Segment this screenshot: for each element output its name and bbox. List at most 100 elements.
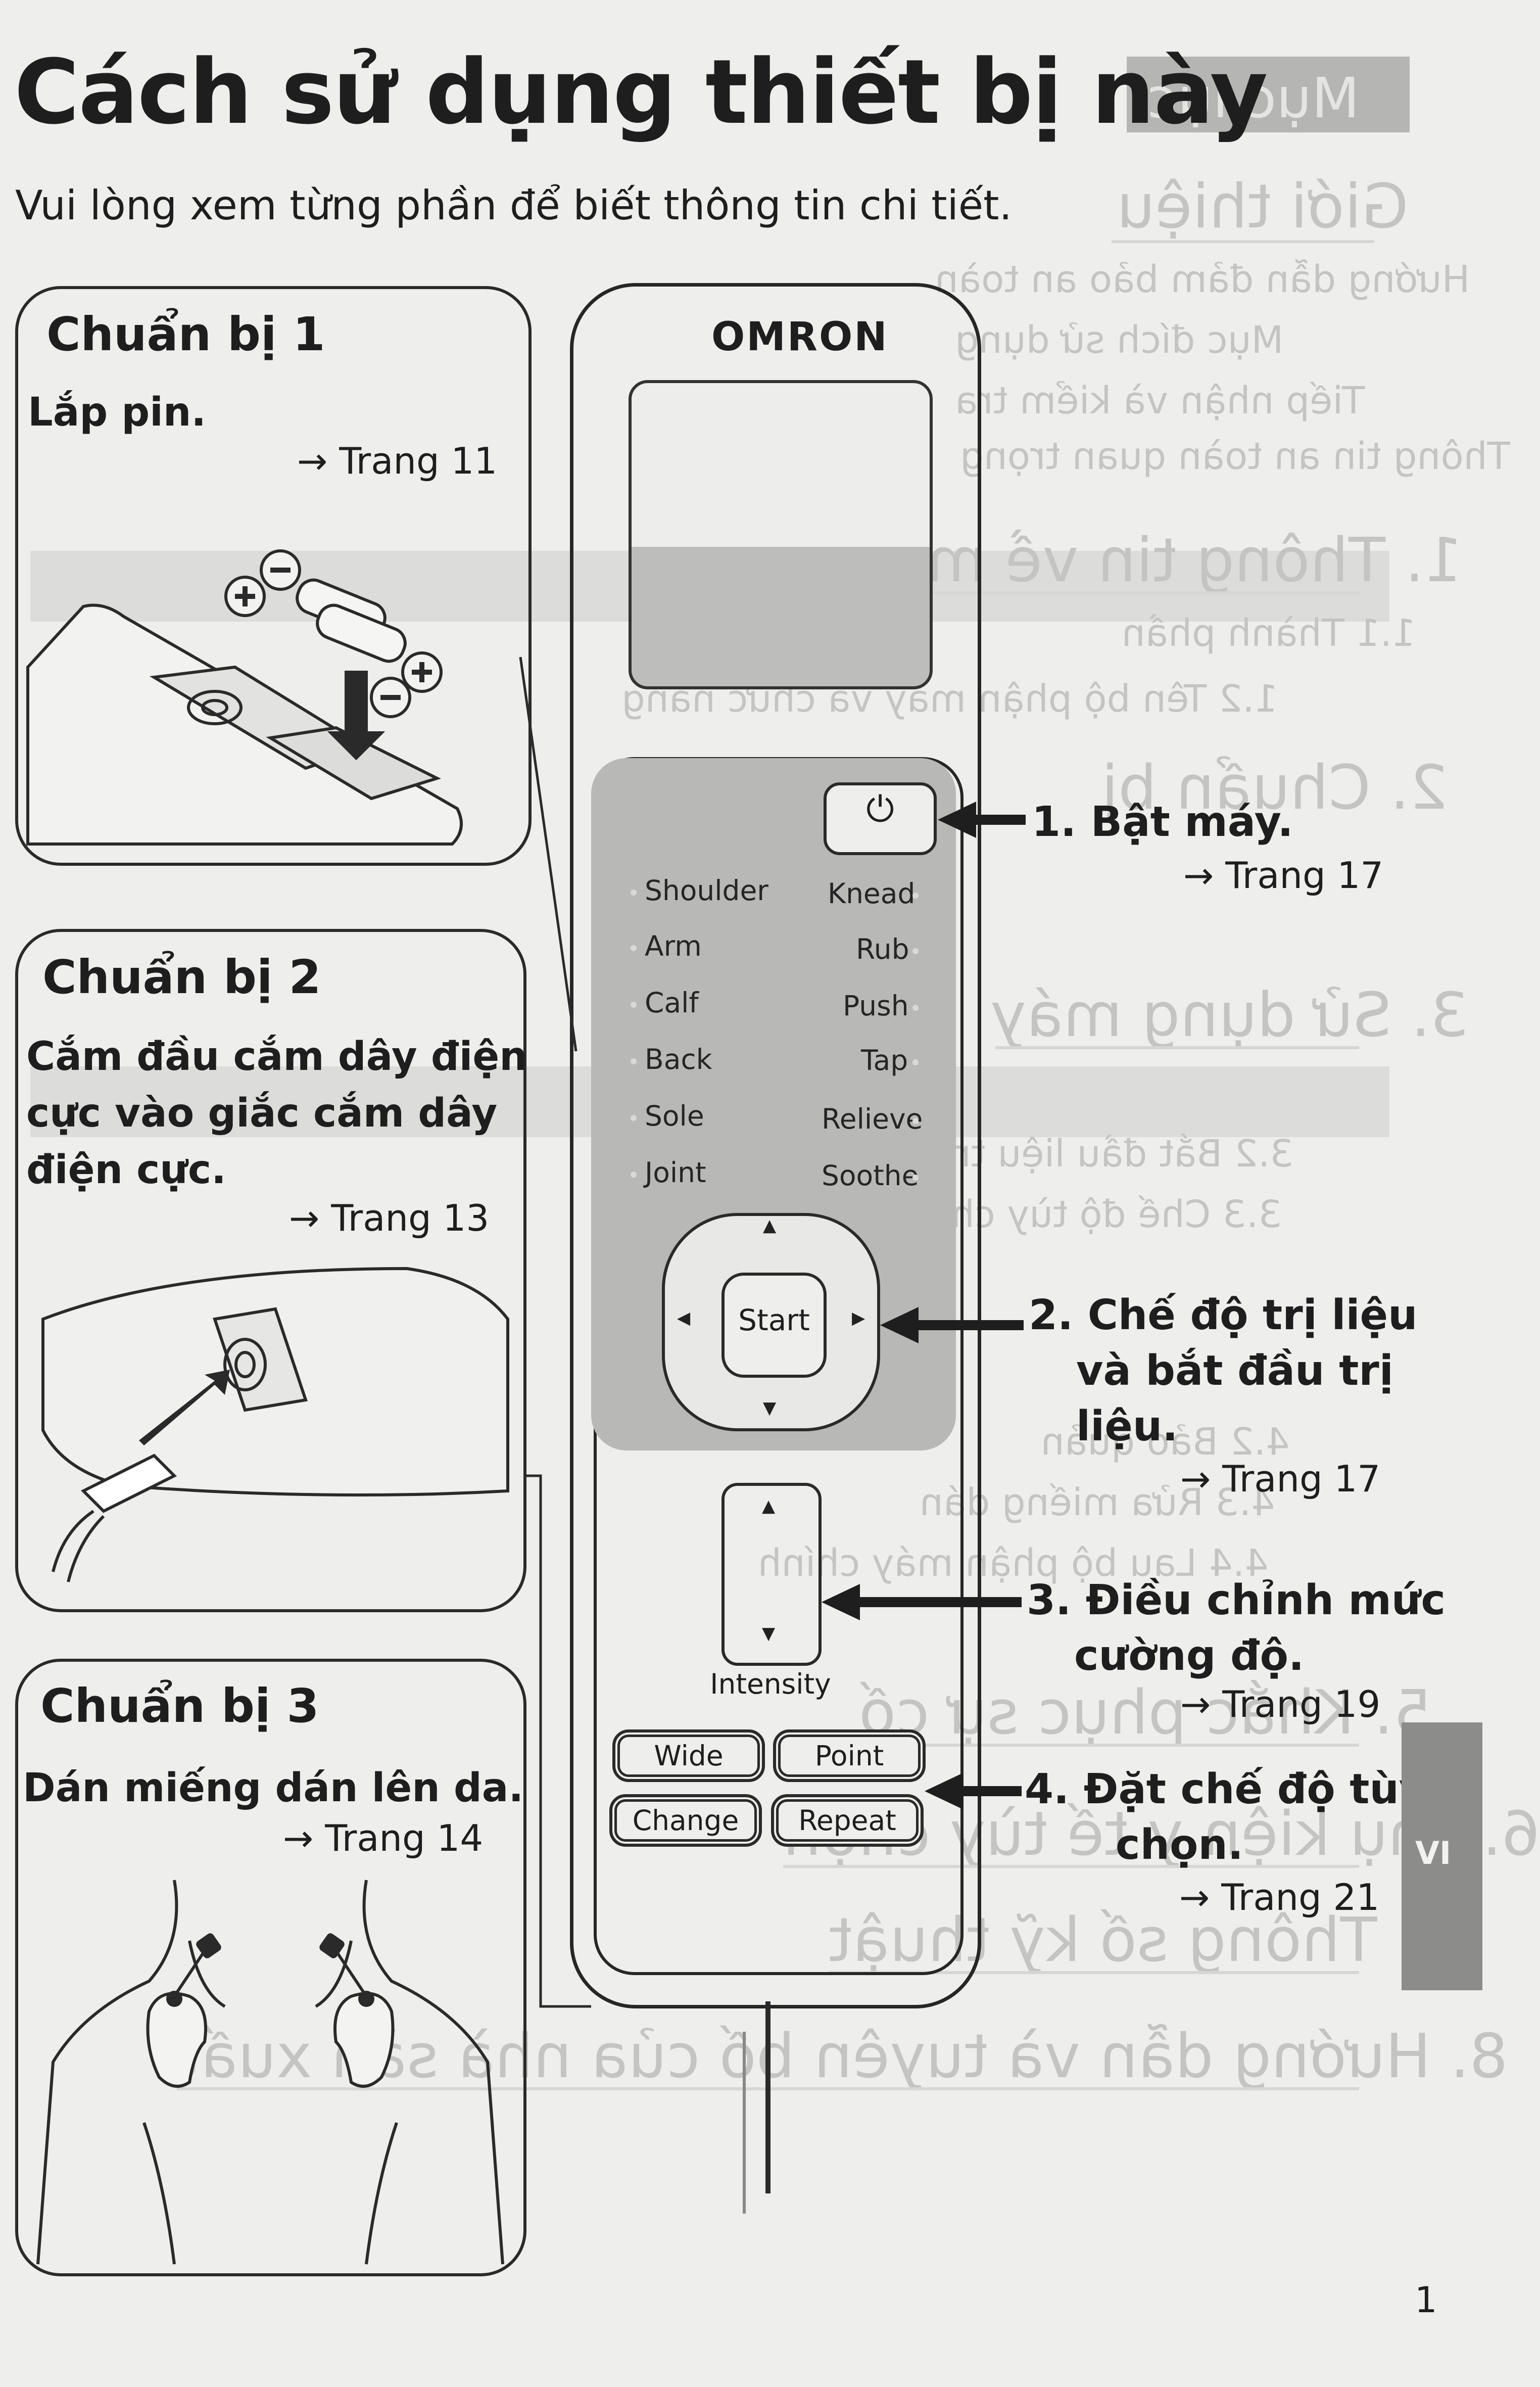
repeat-button[interactable]: Repeat bbox=[771, 1794, 924, 1847]
ghost-rule bbox=[829, 1971, 1359, 1974]
callout-4-line: chọn. bbox=[1116, 1821, 1243, 1869]
electrode-cable bbox=[765, 2001, 771, 2193]
intensity-rocker[interactable] bbox=[721, 1483, 822, 1666]
mode-calf[interactable]: Calf bbox=[645, 987, 699, 1019]
callout-2-ref: → Trang 17 bbox=[1180, 1458, 1381, 1500]
point-button[interactable]: Point bbox=[773, 1729, 926, 1782]
prep-card-3-ref: → Trang 14 bbox=[283, 1817, 484, 1859]
down-arrow-icon[interactable]: ▼ bbox=[763, 1398, 777, 1418]
ghost-text: Thông tin an toàn quan trọng bbox=[960, 435, 1510, 478]
mode-shoulder[interactable]: Shoulder bbox=[645, 874, 768, 907]
leader-lines bbox=[519, 657, 591, 2008]
indicator-dot bbox=[912, 1059, 919, 1065]
prep-card-2-text-line: Cắm đầu cắm dây điện bbox=[26, 1034, 527, 1080]
callout-arrow bbox=[859, 1597, 1022, 1607]
prep-card-2-text-line: điện cực. bbox=[26, 1147, 226, 1193]
prep-card-1-ref: → Trang 11 bbox=[297, 440, 498, 482]
callout-2-line: 2. Chế độ trị liệu bbox=[1029, 1291, 1418, 1339]
ghost-rule bbox=[859, 1744, 1359, 1747]
indicator-dot bbox=[631, 1002, 637, 1008]
prep-card-2 bbox=[15, 929, 526, 1612]
arrow-left-icon bbox=[880, 1307, 919, 1343]
power-button[interactable] bbox=[824, 782, 937, 855]
left-arrow-icon[interactable]: ◀ bbox=[677, 1308, 691, 1328]
callout-4-line: 4. Đặt chế độ tùy bbox=[1025, 1765, 1426, 1813]
ghost-text: Tiếp nhận và kiểm tra bbox=[955, 379, 1365, 423]
start-button-label: Start bbox=[738, 1303, 810, 1337]
indicator-dot bbox=[631, 890, 637, 896]
prep-card-1 bbox=[15, 286, 532, 866]
electrode-cable bbox=[743, 2032, 746, 2214]
callout-arrow bbox=[975, 815, 1026, 825]
callout-3-line: cường độ. bbox=[1074, 1632, 1305, 1680]
indicator-dot bbox=[912, 948, 919, 954]
ghost-text: Giới thiệu bbox=[1117, 172, 1409, 242]
ghost-toc-tab bbox=[1127, 57, 1410, 132]
wide-button[interactable]: Wide bbox=[612, 1729, 765, 1782]
plug-illustration bbox=[41, 1267, 509, 1582]
prep-card-2-ref: → Trang 13 bbox=[289, 1197, 490, 1239]
prep-card-3-title: Chuẩn bị 3 bbox=[40, 1679, 319, 1733]
mode-sole[interactable]: Sole bbox=[645, 1100, 704, 1132]
mode-push[interactable]: Push bbox=[843, 990, 909, 1022]
mode-knead[interactable]: Knead bbox=[828, 877, 916, 910]
ghost-text: Mục đích sử dụng bbox=[955, 318, 1284, 362]
mode-rub[interactable]: Rub bbox=[856, 933, 909, 965]
mode-joint[interactable]: Joint bbox=[645, 1156, 706, 1189]
device-body bbox=[570, 283, 981, 2008]
indicator-dot bbox=[631, 1058, 637, 1064]
callout-1-label: 1. Bật máy. bbox=[1032, 798, 1293, 846]
indicator-dot bbox=[912, 1118, 919, 1124]
mode-back[interactable]: Back bbox=[645, 1043, 712, 1075]
callout-2-line: liệu. bbox=[1076, 1402, 1178, 1450]
callout-3-ref: → Trang 19 bbox=[1180, 1683, 1381, 1725]
prep-card-2-text-line: cực vào giắc cắm dây bbox=[26, 1091, 498, 1136]
intensity-down-icon[interactable]: ▼ bbox=[762, 1623, 776, 1644]
mode-soothe[interactable]: Soothe bbox=[822, 1159, 919, 1192]
body-pads-illustration bbox=[36, 1880, 504, 2265]
mode-relieve[interactable]: Relieve bbox=[822, 1103, 923, 1135]
indicator-dot bbox=[912, 1175, 919, 1181]
indicator-dot bbox=[912, 893, 919, 899]
start-button[interactable] bbox=[721, 1273, 827, 1378]
ghost-text: Hướng dẫn đảm bảo an toàn bbox=[935, 258, 1470, 301]
prep-card-3-text: Dán miếng dán lên da. bbox=[23, 1765, 524, 1811]
prep-card-1-text: Lắp pin. bbox=[28, 390, 207, 435]
prep-card-2-title: Chuẩn bị 2 bbox=[42, 950, 321, 1004]
brand-logo: OMRON bbox=[711, 314, 889, 360]
callout-3-line: 3. Điều chỉnh mức bbox=[1027, 1576, 1446, 1624]
page-title: Cách sử dụng thiết bị này bbox=[14, 40, 1268, 144]
mode-tap[interactable]: Tap bbox=[861, 1044, 908, 1077]
callout-arrow bbox=[962, 1786, 1022, 1796]
indicator-dot bbox=[631, 945, 637, 951]
ghost-rule bbox=[995, 1046, 1359, 1049]
ghost-rule bbox=[854, 591, 1359, 594]
right-arrow-icon[interactable]: ▶ bbox=[852, 1308, 865, 1328]
battery-illustration bbox=[26, 549, 463, 846]
language-tab bbox=[1402, 1722, 1482, 1990]
prep-card-1-title: Chuẩn bị 1 bbox=[46, 307, 325, 361]
intro-text: Vui lòng xem từng phần để biết thông tin… bbox=[15, 182, 1012, 229]
change-button[interactable]: Change bbox=[609, 1794, 762, 1847]
ghost-text: 1.1 Thành phần bbox=[1122, 612, 1416, 655]
power-icon: ⏻ bbox=[866, 788, 894, 830]
indicator-dot bbox=[631, 1172, 637, 1178]
intensity-label: Intensity bbox=[710, 1668, 831, 1700]
page-number: 1 bbox=[1415, 2279, 1437, 2321]
up-arrow-icon[interactable]: ▲ bbox=[763, 1215, 777, 1236]
arrow-left-icon bbox=[822, 1584, 860, 1620]
ghost-rule bbox=[783, 1865, 1359, 1868]
device-display bbox=[629, 380, 933, 689]
arrow-left-icon bbox=[925, 1773, 963, 1809]
callout-1-ref: → Trang 17 bbox=[1183, 854, 1384, 897]
callout-2-line: và bắt đầu trị bbox=[1076, 1347, 1393, 1395]
mode-arm[interactable]: Arm bbox=[645, 930, 702, 962]
callout-4-ref: → Trang 21 bbox=[1179, 1876, 1380, 1918]
intensity-up-icon[interactable]: ▲ bbox=[762, 1496, 776, 1516]
language-tab-label: VI bbox=[1415, 1835, 1452, 1871]
ghost-text: 3. Sử dụng máy bbox=[990, 980, 1469, 1051]
callout-arrow bbox=[918, 1320, 1024, 1330]
arrow-left-icon bbox=[938, 802, 976, 838]
indicator-dot bbox=[631, 1115, 637, 1121]
indicator-dot bbox=[912, 1005, 919, 1011]
